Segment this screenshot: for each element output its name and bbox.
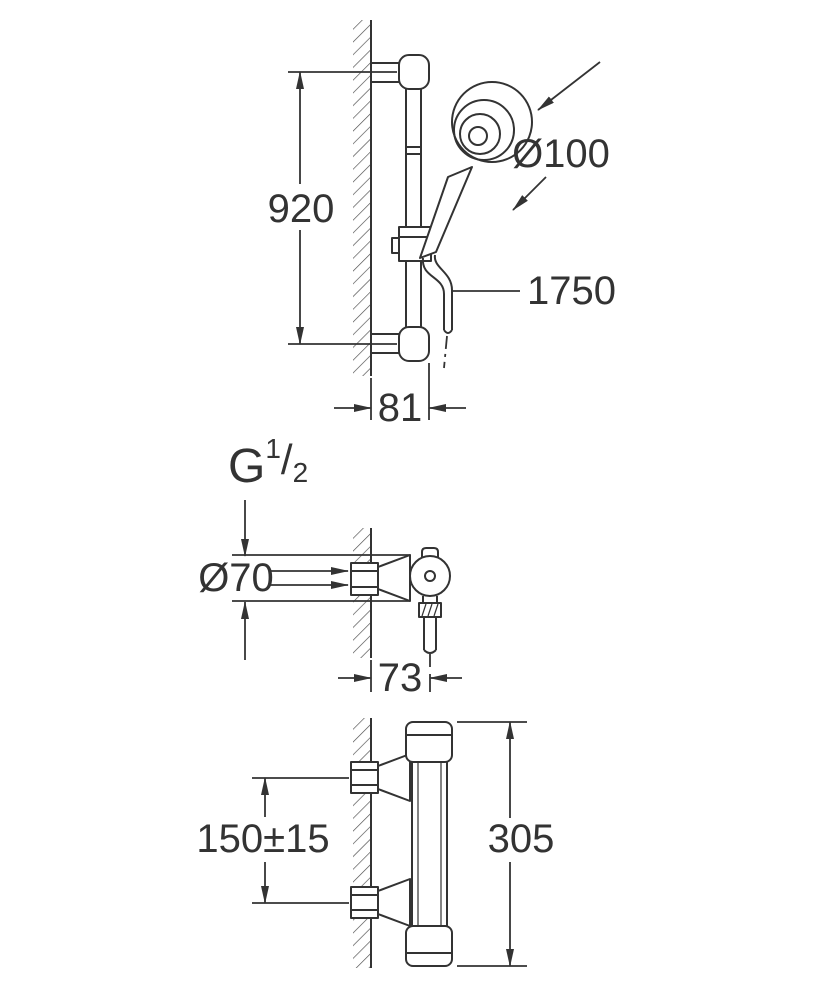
hand-shower-handle xyxy=(419,166,473,259)
dimension-body-height: 305 xyxy=(486,721,558,967)
rail-bottom-bracket xyxy=(371,326,430,362)
shower-rail xyxy=(405,89,422,327)
thermostat-body xyxy=(405,721,453,967)
head-diameter-label: Ø100 xyxy=(512,132,610,176)
rail-top-bracket xyxy=(371,54,430,90)
dimension-escutcheon-diameter: Ø70 xyxy=(198,500,274,660)
hose-length-label: 1750 xyxy=(527,269,616,313)
inlet-connection-bottom xyxy=(350,878,411,927)
union-nut xyxy=(350,562,379,596)
dimension-rail-offset: 81 xyxy=(334,363,466,430)
wall-hatch xyxy=(353,20,371,376)
valve-body xyxy=(409,547,451,597)
dimension-center-distance: 150±15 xyxy=(195,777,332,904)
shower-hose xyxy=(421,254,453,369)
mixer-plan-view: 150±15 305 xyxy=(195,718,558,968)
rail-offset-label: 81 xyxy=(378,386,423,430)
dimension-rail-height: 920 xyxy=(267,71,397,345)
center-distance-label: 150±15 xyxy=(196,817,329,861)
body-height-label: 305 xyxy=(488,817,555,861)
wall-hatch-bottom xyxy=(353,718,371,968)
inlet-connection-top xyxy=(350,753,411,802)
escutcheon xyxy=(377,554,411,602)
shower-rail-view: 920 Ø100 1750 81 xyxy=(267,20,616,430)
dimension-head-diameter: Ø100 xyxy=(512,61,610,211)
dimension-valve-offset: 73 xyxy=(338,656,462,700)
dimension-hose-length: 1750 xyxy=(452,269,616,313)
escutcheon-diameter-label: Ø70 xyxy=(198,556,274,600)
hand-shower-head xyxy=(451,81,533,163)
mixer-side-view: G1/2 xyxy=(198,433,462,700)
thread-leader-lines xyxy=(270,567,349,589)
rail-height-label: 920 xyxy=(268,187,335,231)
outlet-connection xyxy=(418,596,442,670)
thread-size-label: G1/2 xyxy=(228,433,308,493)
valve-offset-label: 73 xyxy=(378,656,423,700)
hose-centerline xyxy=(443,335,448,369)
